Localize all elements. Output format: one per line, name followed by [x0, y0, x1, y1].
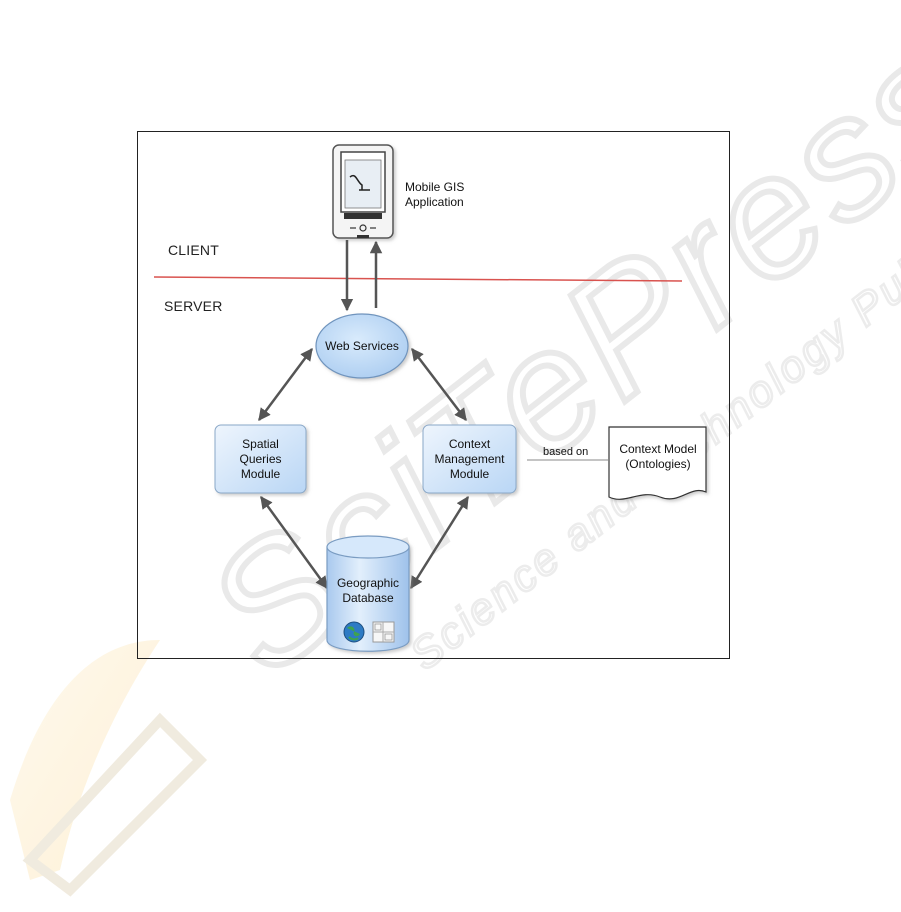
web-services-label: Web Services [310, 337, 414, 355]
client-server-separator [154, 277, 682, 281]
spatial-queries-label: Spatial Queries Module [215, 425, 306, 493]
spatial-db-arrow [261, 497, 327, 588]
globe-icon [344, 622, 364, 642]
geographic-database-label: Geographic Database [327, 574, 409, 608]
context-management-label: Context Management Module [423, 425, 516, 493]
mobile-app-label: Mobile GIS Application [405, 180, 464, 210]
context-model-label: Context Model (Ontologies) [609, 440, 707, 474]
server-zone-label: SERVER [164, 298, 223, 314]
web-spatial-arrow [259, 349, 312, 420]
context-db-arrow [411, 497, 468, 588]
mobile-device-icon [333, 145, 393, 238]
table-icon [373, 622, 394, 642]
web-context-arrow [412, 349, 466, 420]
client-zone-label: CLIENT [168, 242, 219, 258]
based-on-label: based on [543, 445, 588, 460]
